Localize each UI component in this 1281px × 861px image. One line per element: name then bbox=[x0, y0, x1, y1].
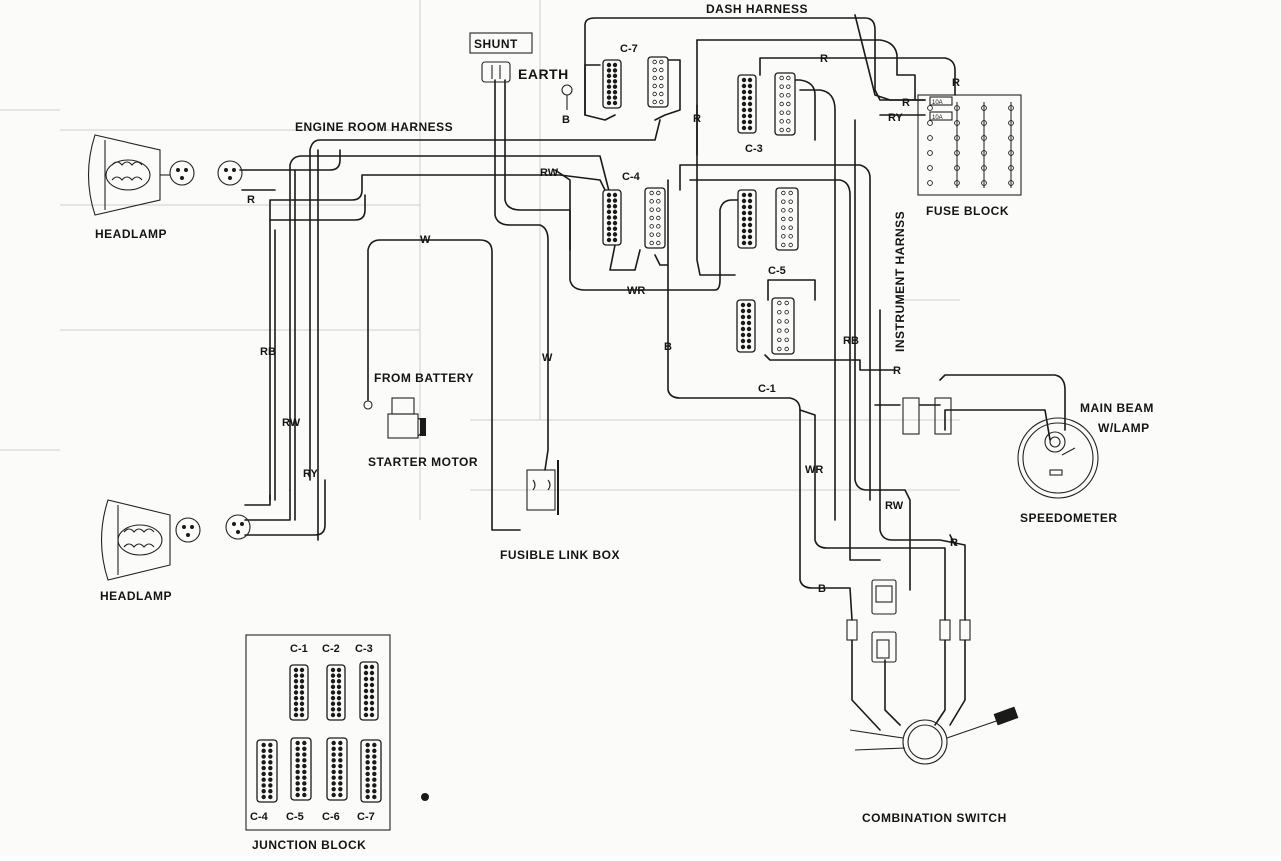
instrument-harness-label: INSTRUMENT HARNSS bbox=[893, 211, 907, 352]
headlamp-top-label: HEADLAMP bbox=[95, 227, 167, 241]
starter-motor-label: STARTER MOTOR bbox=[368, 455, 478, 469]
jb-c3-label: C-3 bbox=[355, 643, 373, 655]
combination-switch-label: COMBINATION SWITCH bbox=[862, 811, 1007, 825]
wire-r-speedo: R bbox=[893, 365, 901, 377]
connector-c5-label: C-5 bbox=[768, 265, 786, 277]
fusible-link-box bbox=[526, 460, 559, 515]
connector-c1-female bbox=[771, 297, 795, 355]
starter-motor bbox=[363, 397, 426, 439]
background-ghost bbox=[0, 0, 960, 520]
wire-wr-lower: WR bbox=[805, 464, 823, 476]
junction-block bbox=[245, 634, 391, 831]
fuse-terminal bbox=[927, 150, 933, 156]
jb-connector-c6 bbox=[326, 737, 348, 801]
wire-r-fuse-top: R bbox=[820, 53, 828, 65]
jb-c6-label: C-6 bbox=[322, 811, 340, 823]
wire-wr-mid: WR bbox=[627, 285, 645, 297]
wire-r-engine: R bbox=[247, 194, 255, 206]
wire-rw-lower: RW bbox=[885, 500, 904, 512]
connector-c5-female bbox=[775, 187, 799, 251]
junction-block-label: JUNCTION BLOCK bbox=[252, 838, 366, 852]
connector-c4-male bbox=[602, 189, 622, 246]
jb-c1-label: C-1 bbox=[290, 643, 308, 655]
jb-connector-c2 bbox=[326, 664, 346, 721]
speedometer bbox=[902, 397, 1099, 499]
shunt-label: SHUNT bbox=[474, 37, 518, 51]
headlamp-bottom-label: HEADLAMP bbox=[100, 589, 172, 603]
wire-ry-left: RY bbox=[303, 468, 319, 480]
jb-connector-c4 bbox=[256, 739, 278, 803]
wire-b-mid: B bbox=[664, 341, 672, 353]
connector-c7-male bbox=[602, 59, 622, 109]
engine-room-harness-label: ENGINE ROOM HARNESS bbox=[295, 120, 453, 134]
fuse-terminal bbox=[927, 165, 933, 171]
fuse-terminal bbox=[927, 120, 933, 126]
jb-c7-label: C-7 bbox=[357, 811, 375, 823]
connector-c4-female bbox=[644, 187, 666, 249]
fuse-block-label: FUSE BLOCK bbox=[926, 204, 1009, 218]
fuse-terminal bbox=[927, 135, 933, 141]
wire-r-fuse: R bbox=[902, 97, 910, 109]
wire-w-battery: W bbox=[420, 234, 431, 246]
connector-c7-female bbox=[647, 56, 669, 108]
from-battery-label: FROM BATTERY bbox=[374, 371, 474, 385]
connector-c1-male bbox=[736, 299, 756, 353]
wire-rw-engine: RW bbox=[540, 167, 559, 179]
connector-c4-label: C-4 bbox=[622, 171, 641, 183]
jb-connector-c5 bbox=[290, 737, 312, 801]
connector-c1-label: C-1 bbox=[758, 383, 776, 395]
wires bbox=[239, 14, 1066, 731]
wire-rw-left: RW bbox=[282, 417, 301, 429]
jb-connector-c1 bbox=[289, 664, 309, 721]
speedometer-label: SPEEDOMETER bbox=[1020, 511, 1118, 525]
connector-c3-label: C-3 bbox=[745, 143, 763, 155]
fuse-block: 10A 10A bbox=[917, 94, 1022, 196]
wire-rb-left: RB bbox=[260, 346, 276, 358]
jb-connector-c7 bbox=[360, 739, 382, 803]
fuse-10a-2: 10A bbox=[932, 115, 943, 121]
main-beam-label: MAIN BEAM bbox=[1080, 401, 1154, 415]
harness-connectors bbox=[602, 56, 799, 355]
fuse-10a-1: 10A bbox=[932, 100, 943, 106]
jb-connector-c3 bbox=[359, 661, 379, 721]
headlamp-bottom bbox=[100, 499, 251, 581]
connector-c5-male bbox=[737, 189, 757, 249]
wire-r-fuse-right: R bbox=[952, 77, 960, 89]
wire-b-lower: B bbox=[818, 583, 826, 595]
shunt-component bbox=[469, 32, 573, 110]
connector-c3-male bbox=[737, 74, 757, 134]
dash-harness-label: DASH HARNESS bbox=[706, 2, 808, 16]
earth-label: EARTH bbox=[518, 66, 569, 82]
jb-c2-label: C-2 bbox=[322, 643, 340, 655]
headlamp-top bbox=[87, 134, 243, 216]
wire-rb-right: RB bbox=[843, 335, 859, 347]
jb-c5-label: C-5 bbox=[286, 811, 304, 823]
fuse-terminal bbox=[927, 105, 933, 111]
wire-w-fusible: W bbox=[542, 352, 553, 364]
wire-r-lower: R bbox=[950, 537, 958, 549]
ink-dot bbox=[421, 793, 429, 801]
fusible-link-box-label: FUSIBLE LINK BOX bbox=[500, 548, 620, 562]
wire-r-dash: R bbox=[693, 113, 701, 125]
wire-ry-fuse: RY bbox=[888, 112, 904, 124]
labels: DASH HARNESS SHUNT EARTH ENGINE ROOM HAR… bbox=[95, 2, 1154, 852]
fuse-terminal bbox=[927, 180, 933, 186]
connector-c7-label: C-7 bbox=[620, 43, 638, 55]
combination-switch bbox=[846, 579, 1019, 765]
main-beam-lamp-label: W/LAMP bbox=[1098, 421, 1150, 435]
wire-b-earth: B bbox=[562, 114, 570, 126]
connector-c3-female bbox=[774, 72, 796, 136]
jb-c4-label: C-4 bbox=[250, 811, 269, 823]
